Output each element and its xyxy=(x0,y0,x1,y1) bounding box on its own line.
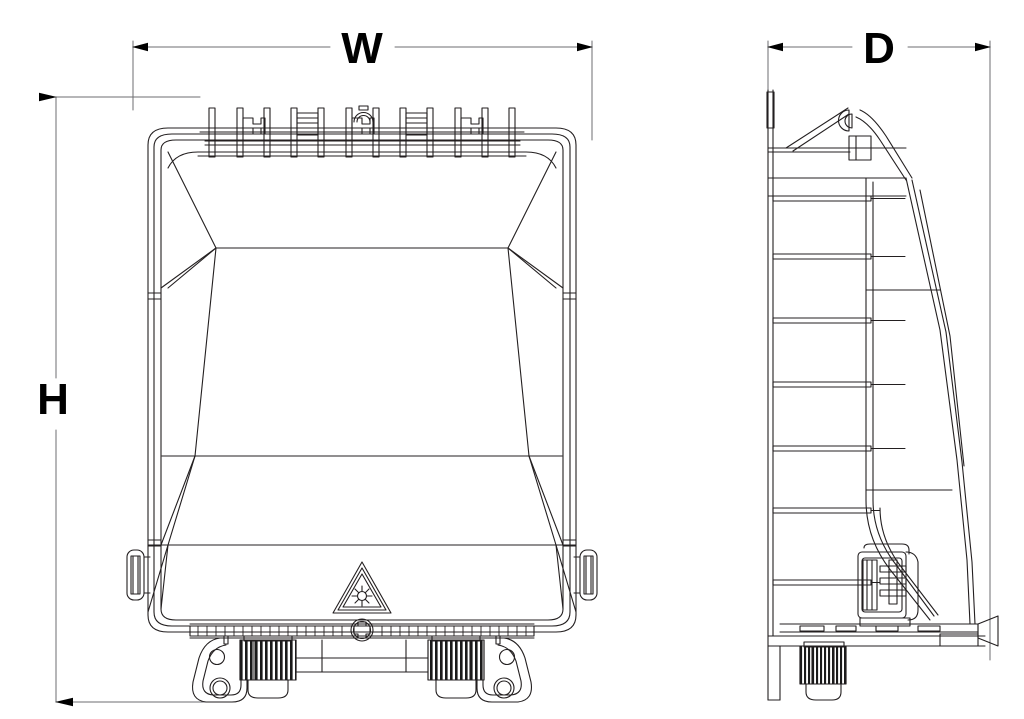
laser-burst-icon xyxy=(351,585,373,607)
front-view xyxy=(126,105,598,703)
dimension-label-depth: D xyxy=(863,24,895,73)
dimension-label-width: W xyxy=(341,24,383,73)
front-top-fin-array xyxy=(167,107,557,169)
side-back-panel xyxy=(766,89,986,701)
hanging-loop xyxy=(353,105,374,123)
dimension-depth: D xyxy=(767,24,991,73)
side-latch-assembly xyxy=(857,543,919,627)
dimension-width: W xyxy=(132,24,593,73)
front-mount-bracket-left xyxy=(191,635,248,703)
side-fin-array xyxy=(772,195,906,586)
side-base-lip xyxy=(779,615,999,647)
front-right-hinge xyxy=(562,292,598,601)
laser-warning-triangle-icon xyxy=(332,561,392,614)
front-outer-shell xyxy=(147,127,577,633)
side-top-ridge xyxy=(767,107,913,181)
dimension-height: H xyxy=(37,92,73,707)
front-left-hinge xyxy=(126,292,162,601)
front-cover-facets xyxy=(147,151,577,613)
dimension-extension-lines xyxy=(55,40,991,703)
side-view xyxy=(766,89,999,701)
dimension-label-height: H xyxy=(37,375,69,424)
front-cable-gland-left xyxy=(239,635,297,699)
hanging-loop-side xyxy=(838,109,853,132)
side-cable-gland xyxy=(799,641,847,701)
front-mount-bracket-right xyxy=(476,635,533,703)
front-cable-gland-right xyxy=(427,635,485,699)
